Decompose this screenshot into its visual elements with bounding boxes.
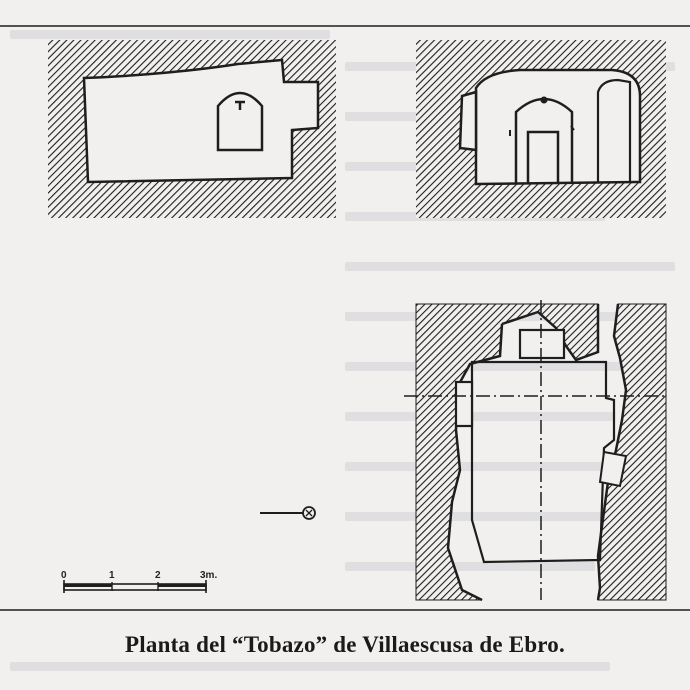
plan-top-right-right-niche [596,78,632,182]
plan-top-right [416,40,666,218]
scale-tick-1: 1 [109,570,115,581]
plan-bottom-right-rock-left [415,303,599,601]
plan-top-right-side-niche [458,90,478,152]
plan-bottom-right [404,300,667,602]
north-arrow-icon [260,506,316,520]
scale-bar [63,580,207,593]
plan-top-left-room [82,58,320,184]
figure-caption: Planta del “Tobazo” de Villaescusa de Eb… [125,632,565,657]
plan-top-right-mark-center [540,96,548,104]
plan-bottom-right-niche [518,328,566,360]
plan-top-left-niche [216,91,264,152]
plan-top-right-mark-right [570,125,575,131]
scale-tick-2: 2 [155,570,161,581]
plan-top-left [48,40,336,218]
plan-bottom-right-side-niche [454,380,474,428]
plan-top-left-mark [235,100,245,110]
plan-bottom-right-inner-chamber [470,360,616,564]
plan-top-right-door [526,130,560,184]
plan-bottom-right-passage [598,450,628,488]
scale-tick-0: 0 [61,570,67,581]
scale-tick-3: 3m. [200,570,218,581]
